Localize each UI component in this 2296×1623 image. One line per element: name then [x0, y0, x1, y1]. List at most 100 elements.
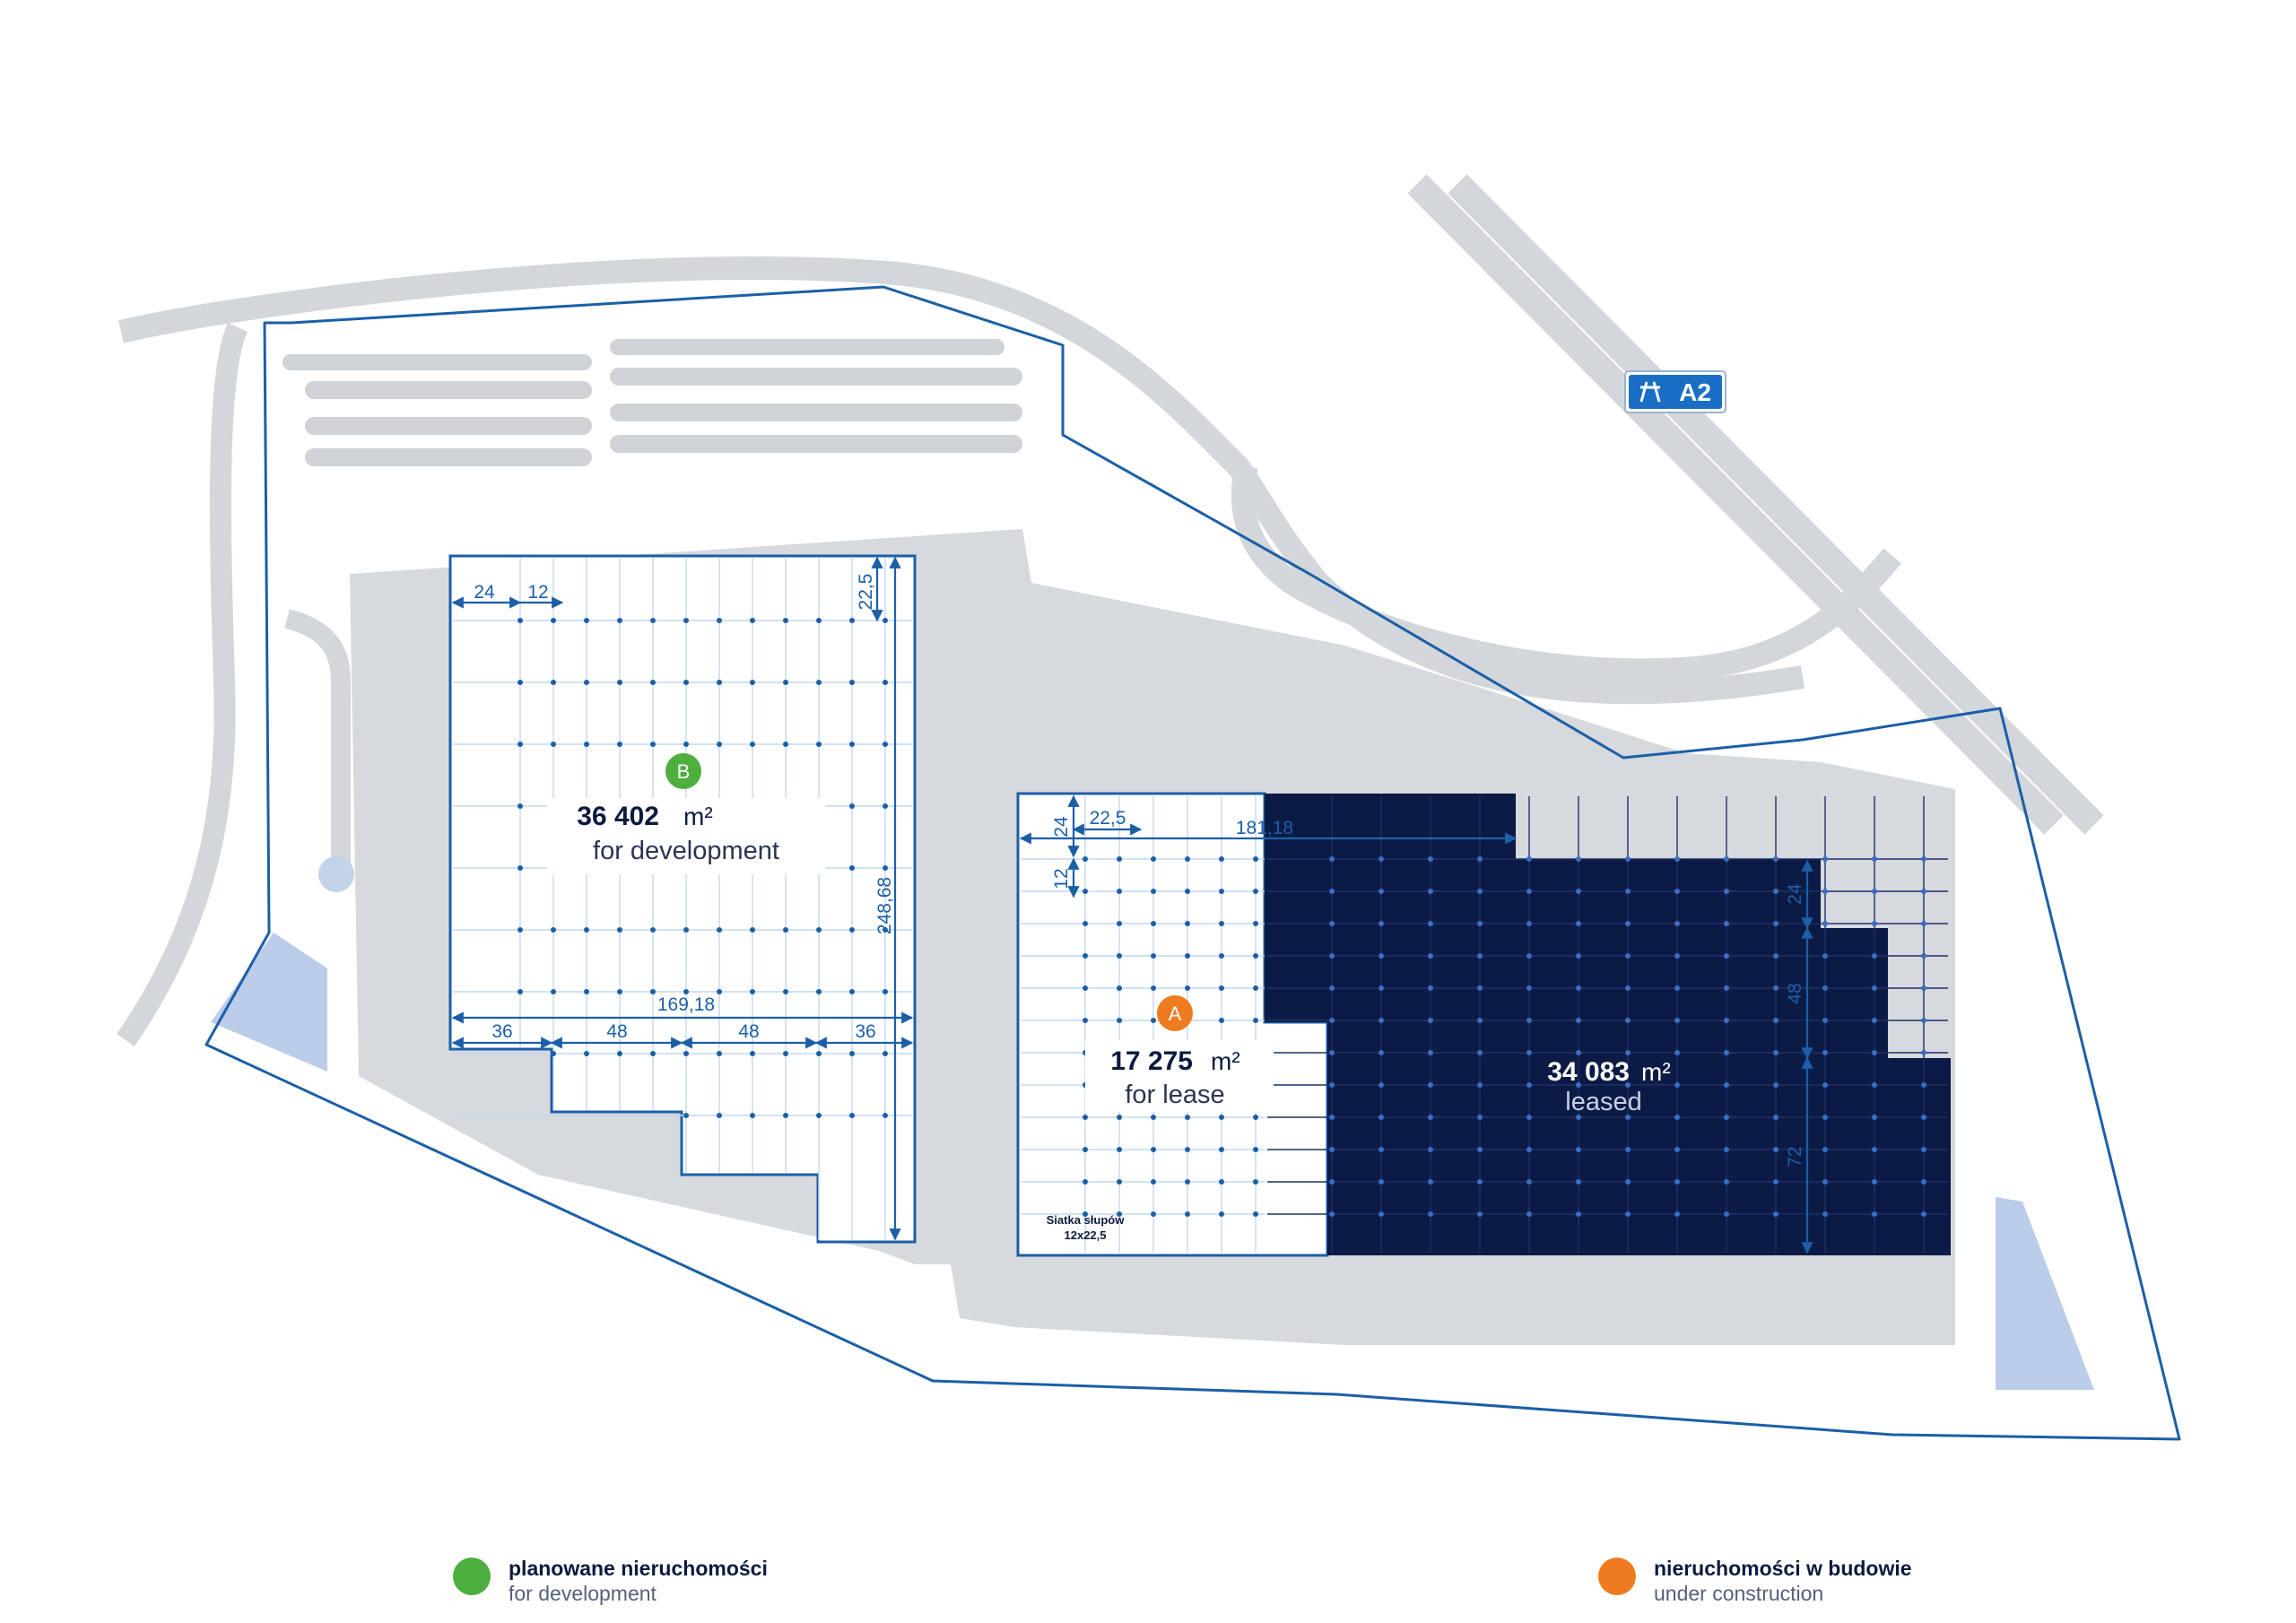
column-dot	[1674, 1147, 1680, 1152]
column-dot	[1428, 1115, 1433, 1120]
column-dot	[883, 865, 888, 871]
column-dot	[1822, 1147, 1828, 1152]
grid-note-line1: Siatka słupów	[1047, 1213, 1126, 1227]
column-dot	[1872, 1115, 1877, 1120]
column-dot	[1151, 921, 1156, 926]
column-dot	[1219, 1115, 1224, 1120]
column-dot	[1773, 1211, 1779, 1217]
column-dot	[1185, 1211, 1190, 1217]
column-dot	[1378, 953, 1384, 959]
column-dot	[1576, 1115, 1581, 1120]
column-dot	[1329, 953, 1335, 959]
column-dot	[551, 1051, 556, 1056]
column-dot	[1674, 856, 1680, 862]
column-dot	[1253, 921, 1258, 926]
column-dot	[1378, 1179, 1384, 1185]
column-dot	[683, 1113, 689, 1118]
grid-note-line2: 12x22,5	[1065, 1228, 1107, 1242]
column-dot	[849, 1113, 855, 1118]
marker-b[interactable]: B	[665, 753, 701, 789]
column-dot	[1151, 1211, 1156, 1217]
column-dot	[783, 680, 788, 685]
column-dot	[1773, 1115, 1779, 1120]
column-dot	[1526, 1211, 1532, 1217]
column-dot	[1674, 953, 1680, 959]
highway-a2	[1407, 174, 2104, 835]
column-dot	[1151, 889, 1156, 894]
dim-a-right-2: 48	[1785, 983, 1805, 1003]
column-dot	[1117, 921, 1122, 926]
column-dot	[551, 989, 556, 994]
column-dot	[1872, 985, 1877, 991]
column-dot	[1724, 1018, 1729, 1023]
column-dot	[849, 803, 855, 809]
column-dot	[1151, 953, 1156, 959]
dim-a-left-span: 12	[1051, 868, 1072, 889]
column-dot	[1477, 1211, 1483, 1217]
column-dot	[1185, 953, 1190, 959]
column-dot	[1185, 856, 1190, 862]
column-dot	[1253, 889, 1258, 894]
column-dot	[1625, 1018, 1631, 1023]
dim-a-right-1: 24	[1785, 883, 1805, 905]
marker-a[interactable]: A	[1157, 995, 1193, 1031]
column-dot	[1185, 1179, 1190, 1185]
column-dot	[1822, 1115, 1828, 1120]
column-dot	[849, 927, 855, 933]
column-dot	[1872, 1211, 1877, 1217]
area-a-unit: m²	[1211, 1047, 1240, 1075]
column-dot	[1253, 856, 1258, 862]
column-dot	[849, 680, 855, 685]
column-dot	[783, 618, 788, 623]
column-dot	[1329, 985, 1335, 991]
column-dot	[1151, 1179, 1156, 1185]
column-dot	[1477, 1050, 1483, 1055]
column-dot	[1219, 1147, 1224, 1152]
column-dot	[1625, 1050, 1631, 1055]
column-dot	[1724, 921, 1729, 926]
marker-b-circle[interactable]	[665, 753, 701, 789]
column-dot	[717, 1051, 722, 1056]
column-dot	[1428, 856, 1433, 862]
column-dot	[1185, 985, 1190, 991]
column-dot	[1329, 1050, 1335, 1055]
area-leased-value: 34 083	[1547, 1057, 1630, 1087]
column-dot	[584, 680, 589, 685]
site-boundary	[204, 285, 2181, 1441]
column-dot	[551, 680, 556, 685]
dimension-labels: 24 12 22,5 248,68 169,18 36 48 48 36 24 …	[474, 574, 1805, 1167]
column-dot	[1477, 985, 1483, 991]
column-dot	[1625, 1115, 1631, 1120]
dim-a-top-bay: 22,5	[1090, 808, 1126, 829]
column-dot	[1329, 1211, 1335, 1217]
dimension-lines	[451, 556, 1813, 1254]
column-dot	[1526, 1115, 1532, 1120]
column-dot	[1674, 1050, 1680, 1055]
legend-item-development: planowane nieruchomości for development	[453, 1556, 768, 1606]
building-leased	[1265, 794, 1951, 1255]
column-dot	[1117, 1211, 1122, 1217]
column-dot	[1428, 953, 1433, 959]
parking-rows	[283, 339, 1022, 466]
column-dot	[1526, 1147, 1532, 1152]
marker-a-circle[interactable]	[1157, 995, 1193, 1031]
column-dot	[1526, 1018, 1532, 1023]
column-dot	[1625, 856, 1631, 862]
column-dot	[1576, 1179, 1581, 1185]
column-dot	[1822, 1211, 1828, 1217]
column-dot	[1378, 1211, 1384, 1217]
column-dot	[1921, 985, 1926, 991]
dim-b-bottom-2: 48	[606, 1021, 627, 1042]
column-dot	[1083, 856, 1088, 862]
column-dot	[717, 927, 722, 933]
column-dot	[617, 927, 622, 933]
column-dot	[1724, 856, 1729, 862]
column-dot	[717, 618, 722, 623]
column-dot	[816, 618, 822, 623]
column-dot	[1822, 856, 1828, 862]
column-dot	[1872, 1147, 1877, 1152]
column-dot	[1477, 1082, 1483, 1088]
column-dot	[1921, 953, 1926, 959]
column-dot	[1428, 1147, 1433, 1152]
column-dot	[1477, 856, 1483, 862]
